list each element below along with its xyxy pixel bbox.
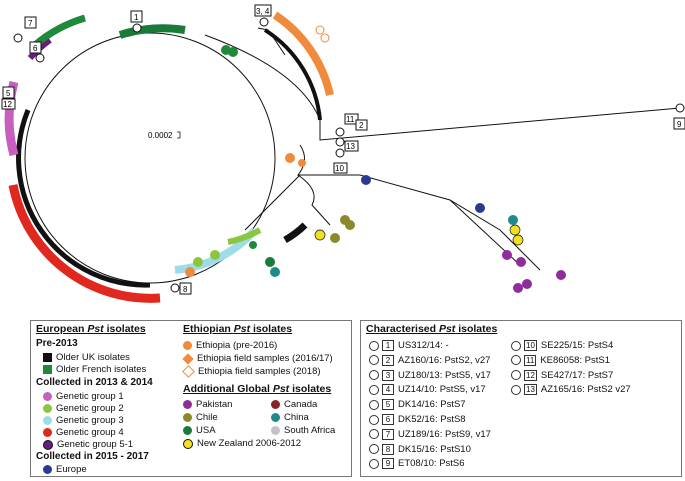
- c2015-heading: Collected in 2015 - 2017: [36, 451, 149, 462]
- svg-text:9: 9: [677, 120, 682, 129]
- legend-canada: Canada: [271, 399, 317, 410]
- c2013-heading: Collected in 2013 & 2014: [36, 377, 153, 388]
- tree-branches: [24, 27, 681, 284]
- svg-text:6: 6: [33, 44, 38, 53]
- legend-g51: Genetic group 5-1: [43, 439, 133, 450]
- legend-pakistan: Pakistan: [183, 399, 232, 410]
- tree-dots: [185, 25, 566, 293]
- legend-eth-2018: Ethiopia field samples (2018): [182, 365, 321, 378]
- black-cluster: [283, 222, 308, 244]
- characterised-title: Characterised Pst isolates: [366, 323, 498, 335]
- svg-text:10: 10: [335, 164, 344, 173]
- older-french-ring: [32, 14, 87, 48]
- svg-text:2: 2: [359, 121, 364, 130]
- global-title: Additional Global Pst isolates: [183, 383, 332, 395]
- svg-text:1: 1: [134, 13, 139, 22]
- legend-nz: New Zealand 2006-2012: [183, 438, 301, 449]
- legend-eth-1617: Ethiopia field samples (2016/17): [182, 352, 333, 365]
- european-title: European Pst isolates: [36, 323, 146, 335]
- ethiopia-ring: [272, 11, 334, 96]
- ethiopia-inner-ring: [263, 28, 322, 121]
- legend-g1: Genetic group 1: [43, 391, 124, 402]
- uk-isolates-ring: [16, 109, 151, 288]
- legend-g3: Genetic group 3: [43, 415, 124, 426]
- genetic-group-2-ring: [227, 227, 262, 245]
- legend-china: China: [271, 412, 309, 423]
- legend-french: Older French isolates: [43, 364, 146, 375]
- svg-text:13: 13: [346, 142, 355, 151]
- ethiopian-title: Ethiopian Pst isolates: [183, 323, 293, 335]
- scale-label: 0.0002: [148, 131, 173, 140]
- genetic-group-4-ring: [8, 184, 161, 303]
- legend-g2: Genetic group 2: [43, 403, 124, 414]
- characterised-markers: [5, 17, 685, 293]
- svg-text:7: 7: [28, 19, 33, 28]
- legend-southafrica: South Africa: [271, 425, 335, 436]
- legend-uk: Older UK isolates: [43, 352, 130, 363]
- svg-text:3, 4: 3, 4: [256, 7, 270, 16]
- svg-text:5: 5: [6, 89, 11, 98]
- tree-number-labels: 1 3, 4 7 6 5 12 11 2 13 10 9 8: [1, 4, 685, 295]
- legend-europe: Europe: [43, 464, 87, 475]
- legend-chile: Chile: [183, 412, 218, 423]
- legend-left: European Pst isolates Pre-2013 Older UK …: [30, 320, 352, 477]
- legend-usa: USA: [183, 425, 216, 436]
- legend-g4: Genetic group 4: [43, 427, 124, 438]
- legend-eth-pre2016: Ethiopia (pre-2016): [183, 340, 277, 351]
- phylogenetic-tree: 0.0002 1 3, 4 7 6 5 12 11 2 13 10 9 8: [1, 4, 685, 303]
- svg-text:12: 12: [3, 100, 12, 109]
- svg-text:11: 11: [346, 115, 355, 124]
- usa-ring: [118, 24, 186, 39]
- svg-text:8: 8: [183, 285, 188, 294]
- pre2013-heading: Pre-2013: [36, 338, 78, 349]
